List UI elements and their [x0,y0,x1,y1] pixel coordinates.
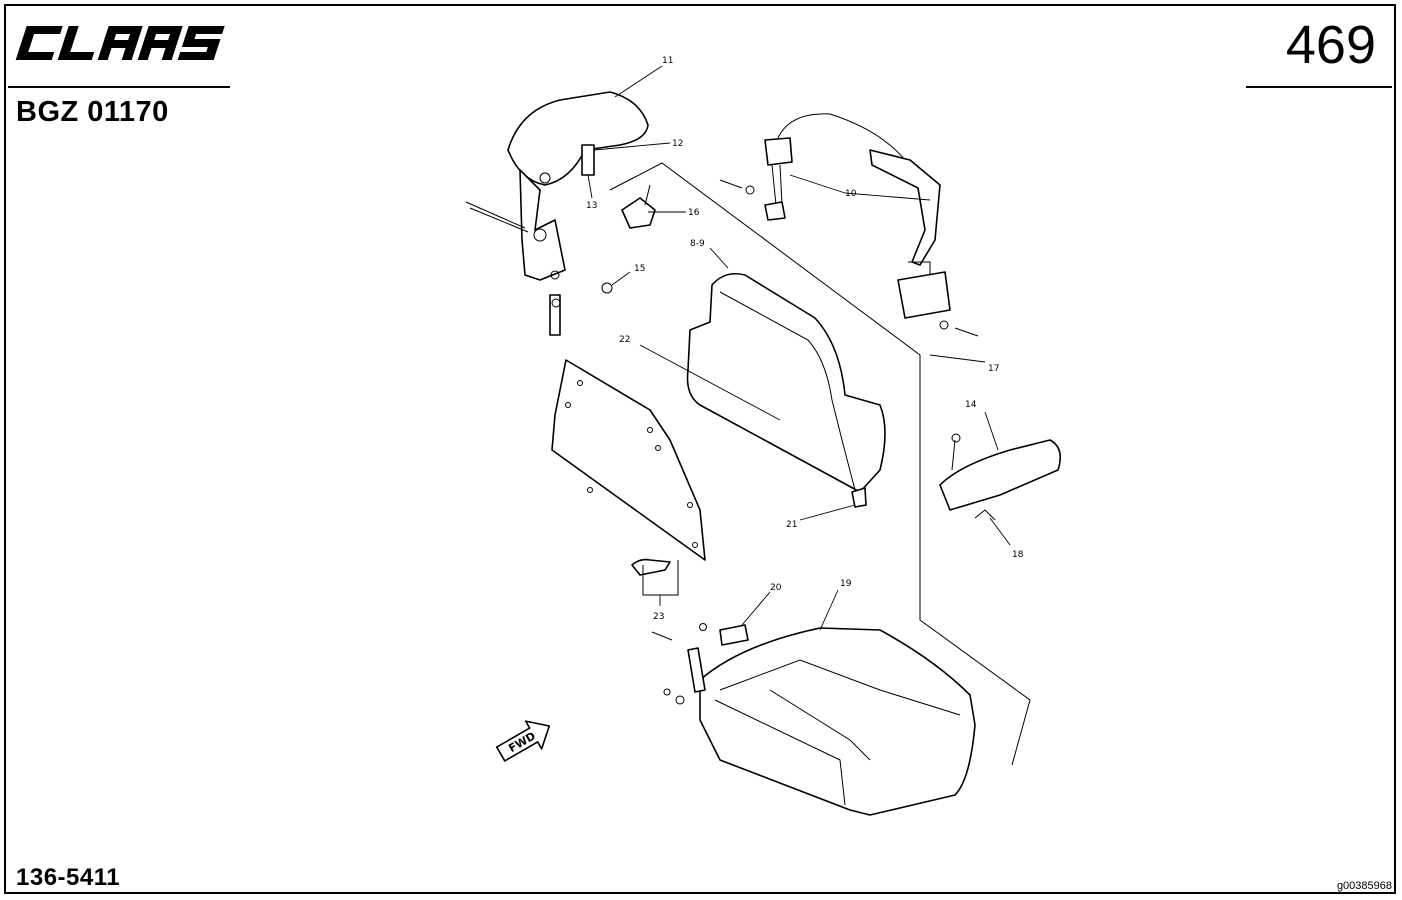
drawing-frame [4,4,1396,894]
seat-frame-outline [609,162,1031,766]
callout-23: 23 [653,612,664,622]
header-left-rule [8,86,230,88]
header-right-rule [1246,86,1392,88]
image-id: g00385968 [1336,880,1392,892]
left-armrest [465,91,649,336]
document-code: BGZ 01170 [16,96,169,128]
backrest-cushion [686,272,886,493]
back-plate [551,359,706,596]
callout-20: 20 [770,583,782,593]
clip-21 [851,487,867,508]
callout-13: 13 [586,201,597,211]
callout-numbers: 11 12 13 16 15 8-9 10 22 17 14 18 21 19 … [586,56,1024,622]
callout-18: 18 [1012,550,1024,560]
bracket-16 [621,184,656,229]
part-reference: 136-5411 [16,864,121,891]
callout-15: 15 [634,264,645,274]
callout-22: 22 [619,335,630,345]
callout-11: 11 [662,56,673,66]
callout-12: 12 [672,139,683,149]
leader-lines [587,65,1011,631]
callout-14: 14 [965,400,977,410]
callout-8-9: 8-9 [690,239,705,249]
callout-21: 21 [786,520,797,530]
callout-17: 17 [988,364,999,374]
callout-16: 16 [688,208,700,218]
seat-cushion [651,623,976,816]
claas-logo [15,26,225,60]
callout-19: 19 [840,579,852,589]
right-armrest [939,433,1061,521]
callout-10: 10 [845,189,857,199]
fwd-arrow-icon: FWD [495,720,551,762]
page-number: 469 [1285,15,1376,75]
seat-belt [719,113,979,337]
